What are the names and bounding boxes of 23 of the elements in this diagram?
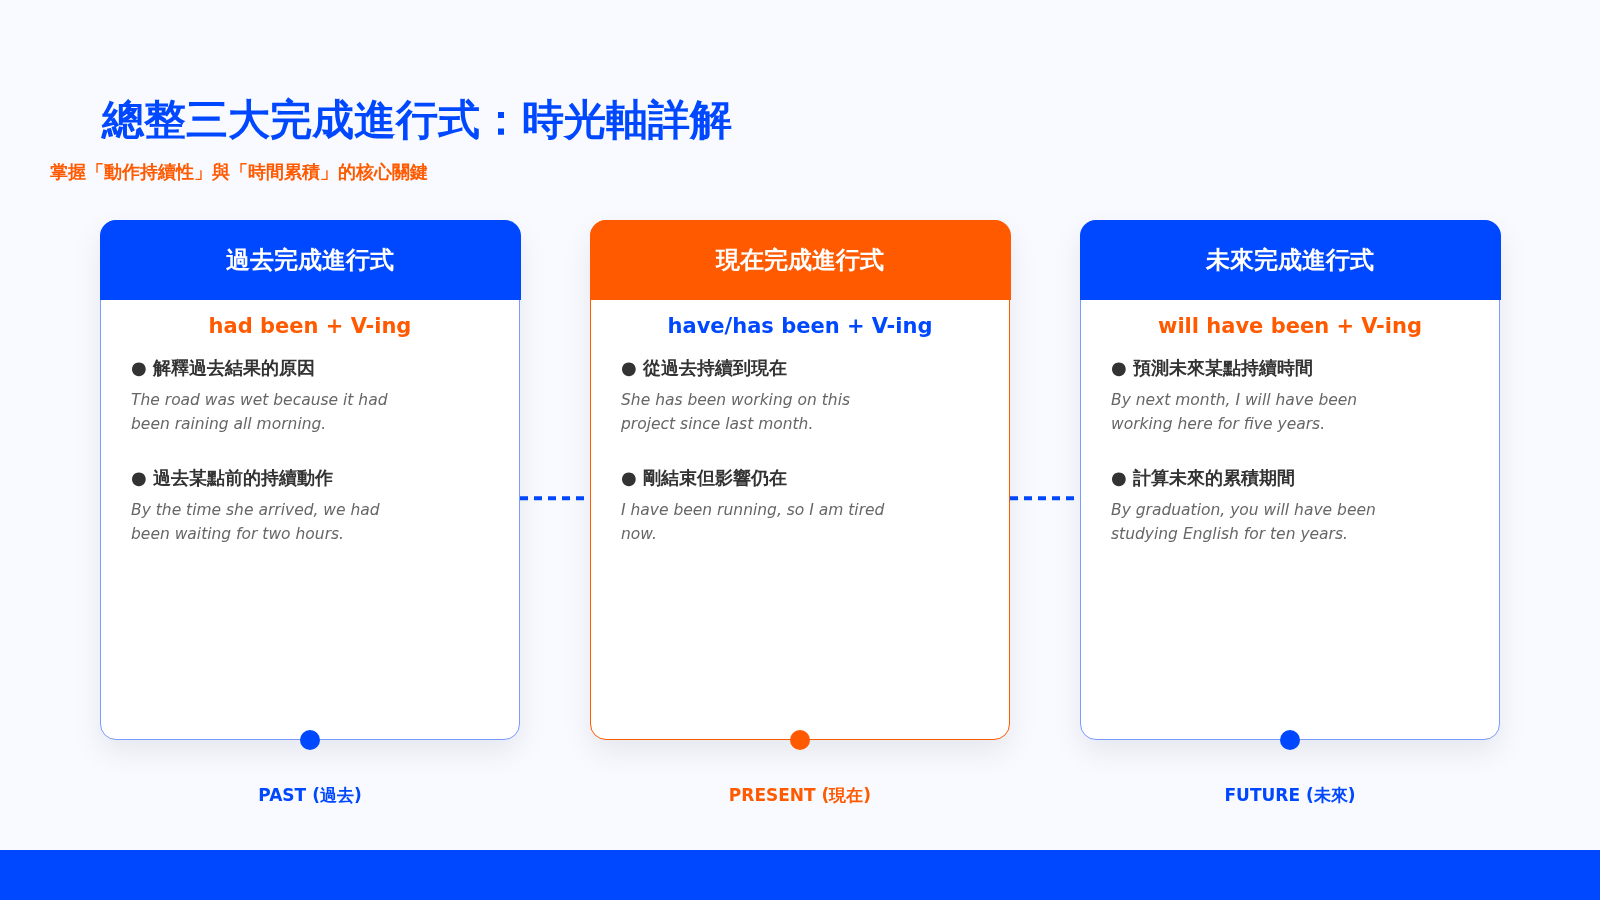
- bullet-heading: ● 剛結束但影響仍在: [621, 465, 788, 490]
- example-sentence: I have been running, so I am tired now.: [621, 499, 886, 545]
- formula: had been + V-ing: [207, 313, 413, 338]
- timeline-label: PRESENT (現在): [727, 784, 873, 807]
- timeline-label: FUTURE (未來): [1223, 784, 1357, 807]
- formula: have/has been + V-ing: [666, 313, 934, 338]
- example-sentence: By next month, I will have been working here for five years.: [1111, 389, 1359, 435]
- card-header: 現在完成進行式: [589, 219, 1011, 300]
- bullet-heading: ● 預測未來某點持續時間: [1111, 355, 1314, 380]
- example-sentence: The road was wet because it had been raining all morning.: [131, 389, 389, 435]
- bullet-heading: ● 解釋過去結果的原因: [131, 355, 316, 380]
- title: 總整三大完成進行式：時光軸詳解: [102, 94, 732, 146]
- timeline-label: PAST (過去): [257, 784, 363, 807]
- example-sentence: By graduation, you will have been studying English for ten years.: [1111, 499, 1377, 545]
- example-sentence: She has been working on this project since last month.: [621, 389, 852, 435]
- example-sentence: By the time she arrived, we had been waiting for two hours.: [131, 499, 381, 545]
- bullet-heading: ● 計算未來的累積期間: [1111, 465, 1296, 490]
- subtitle: 掌握「動作持續性」與「時間累積」的核心關鍵: [50, 160, 428, 184]
- card-header: 未來完成進行式: [1079, 219, 1501, 300]
- card-header: 過去完成進行式: [99, 219, 521, 300]
- formula: will have been + V-ing: [1157, 313, 1423, 338]
- bullet-heading: ● 從過去持續到現在: [621, 355, 788, 380]
- bullet-heading: ● 過去某點前的持續動作: [131, 465, 334, 490]
